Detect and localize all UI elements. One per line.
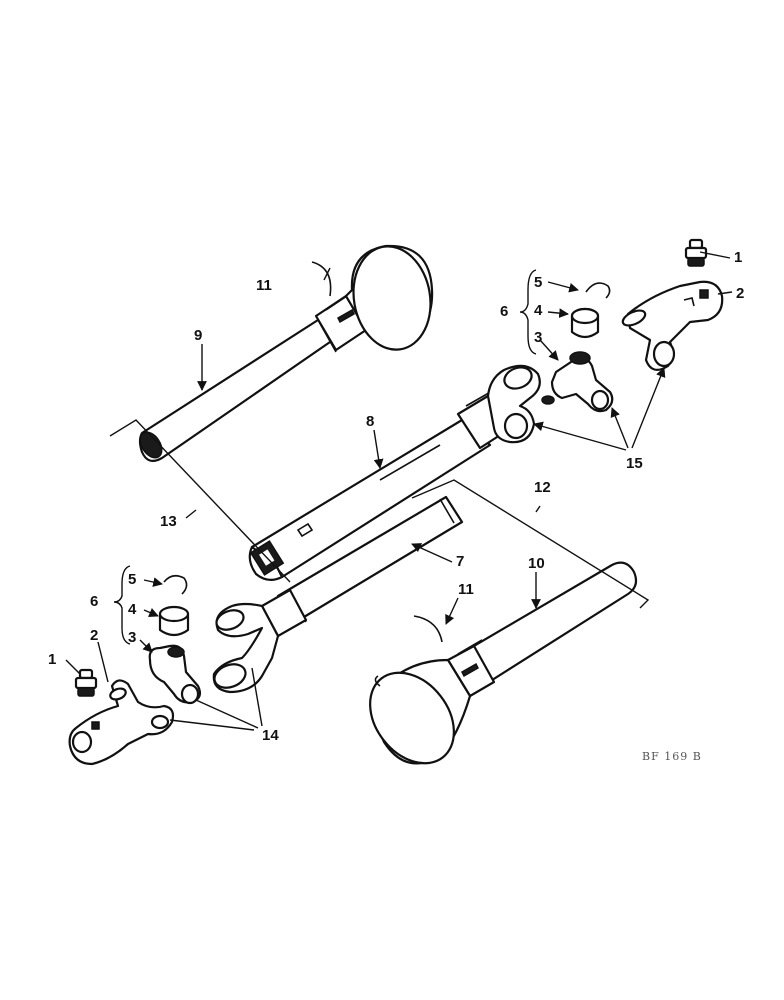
callout-2-right: 2	[736, 285, 744, 302]
callout-3-left: 3	[128, 629, 136, 646]
outer-shaft-yoke	[212, 588, 308, 694]
leader-2-left	[97, 641, 109, 683]
yoke-left	[68, 679, 175, 766]
leader-5-right	[547, 281, 579, 293]
leader-15-b	[631, 367, 666, 449]
yoke-right	[621, 280, 724, 371]
callout-1-right: 1	[734, 249, 742, 266]
bracket-6-left	[113, 565, 131, 645]
lower-shield-cone	[369, 658, 472, 765]
leader-3-left	[139, 639, 153, 653]
leader-15-c	[533, 421, 627, 451]
callout-8: 8	[366, 413, 374, 430]
leader-11-bottom	[445, 597, 459, 625]
leader-12	[535, 505, 541, 513]
callout-10: 10	[528, 555, 545, 572]
bracket-12	[411, 479, 650, 609]
leader-13	[185, 509, 197, 519]
leader-1-left	[65, 659, 81, 675]
leader-2-right	[717, 291, 733, 295]
callout-2-left: 2	[90, 627, 98, 644]
callout-6-right: 6	[500, 303, 508, 320]
upper-shield-cone	[344, 244, 434, 351]
callout-3-right: 3	[534, 329, 542, 346]
leader-14-b	[195, 699, 259, 729]
snap-ring-lower	[413, 615, 443, 643]
bearing-cup-4-right	[570, 307, 600, 339]
leader-15-a	[610, 407, 629, 449]
snap-ring-5-right	[585, 282, 611, 299]
leader-1-right	[699, 251, 731, 259]
leader-14-a	[169, 719, 255, 731]
bearing-cup-4-left	[158, 605, 190, 637]
callout-13: 13	[160, 513, 177, 530]
upper-shield-tube	[138, 289, 368, 463]
callout-9: 9	[194, 327, 202, 344]
leader-7	[411, 543, 453, 563]
callout-5-right: 5	[534, 274, 542, 291]
callout-4-right: 4	[534, 302, 543, 319]
grease-fitting-right	[684, 238, 708, 267]
callout-5-left: 5	[128, 571, 136, 588]
cross-bearing-3-right	[541, 351, 614, 413]
drawing-code: BF 169 B	[642, 750, 702, 763]
callout-11-bottom: 11	[458, 581, 474, 598]
callout-6-left: 6	[90, 593, 98, 610]
leader-4-left	[143, 608, 159, 618]
bracket-13	[109, 419, 291, 583]
callout-1-left: 1	[48, 651, 56, 668]
leader-11-top	[323, 267, 331, 281]
callout-7: 7	[456, 553, 464, 570]
grease-fitting-left	[74, 668, 98, 697]
cross-bearing-3-left	[148, 644, 202, 705]
bracket-6-right	[519, 269, 537, 355]
leader-5-left	[143, 577, 163, 587]
inner-shaft-yoke	[456, 364, 541, 450]
lower-shield-tube	[446, 561, 638, 698]
snap-ring-5-left	[163, 574, 188, 595]
leader-8	[373, 429, 384, 469]
snap-ring-upper	[311, 261, 332, 297]
callout-11-top: 11	[256, 277, 272, 294]
leader-3-right	[539, 339, 559, 361]
callout-15: 15	[626, 455, 643, 472]
leader-4-right	[547, 308, 569, 318]
callout-14: 14	[262, 727, 279, 744]
callout-12: 12	[534, 479, 551, 496]
callout-4-left: 4	[128, 601, 137, 618]
leader-14-c	[251, 667, 263, 727]
